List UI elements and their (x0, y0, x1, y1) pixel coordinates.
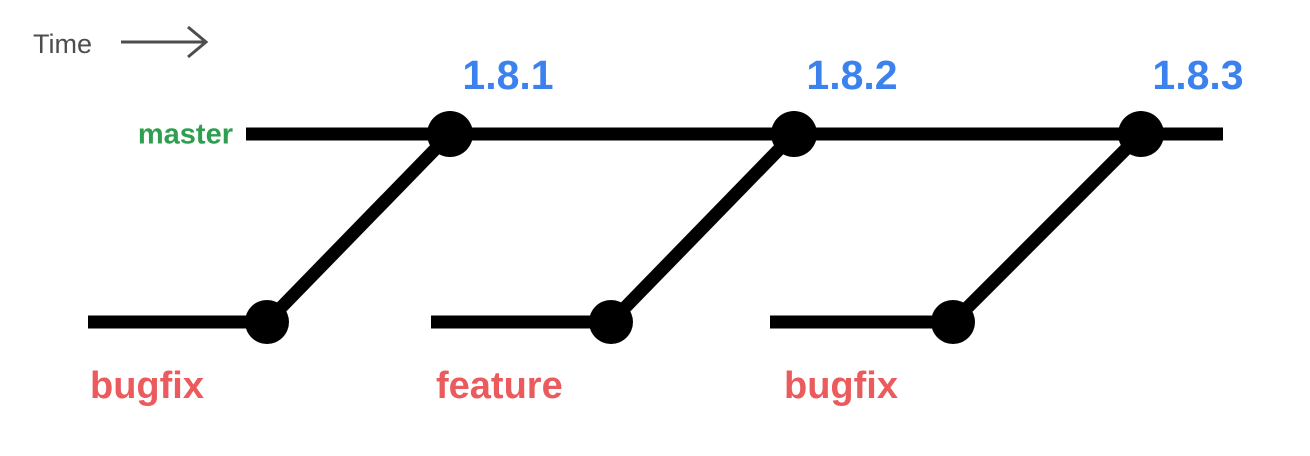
commit-dot-bugfix-2 (931, 300, 975, 344)
commit-dots (245, 111, 1164, 344)
version-tag-labels: 1.8.1 1.8.2 1.8.3 (462, 52, 1243, 98)
branch-label-feature-1: feature (436, 365, 563, 407)
version-tag-1-8-2: 1.8.2 (806, 52, 897, 98)
right-arrow-icon (121, 25, 209, 59)
merge-lines (262, 129, 1146, 327)
branch-name-labels: master bugfix feature bugfix (90, 119, 898, 407)
commit-dot-feature-1 (589, 300, 633, 344)
merge-line-bugfix-1 (262, 129, 455, 327)
time-axis: Time (33, 25, 209, 59)
branch-rails (88, 127, 1223, 329)
branch-label-bugfix-1: bugfix (90, 365, 204, 407)
branch-label-bugfix-2: bugfix (784, 365, 898, 407)
time-axis-label: Time (33, 29, 92, 59)
commit-dot-bugfix-1 (245, 300, 289, 344)
commit-dot-master-1 (427, 111, 473, 157)
merge-line-bugfix-2 (948, 129, 1146, 327)
merge-line-feature-1 (606, 129, 799, 327)
commit-dot-master-3 (1118, 111, 1164, 157)
version-tag-1-8-3: 1.8.3 (1152, 52, 1243, 98)
version-tag-1-8-1: 1.8.1 (462, 52, 553, 98)
commit-dot-master-2 (771, 111, 817, 157)
branch-label-master: master (138, 119, 233, 151)
